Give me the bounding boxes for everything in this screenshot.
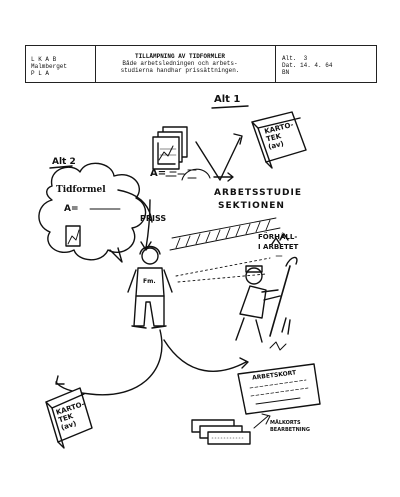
company-line: P L A xyxy=(31,70,50,77)
alt-value: 3 xyxy=(303,55,308,62)
card-file-book-top xyxy=(251,111,307,169)
tidformel-label: Tidformel xyxy=(56,185,106,195)
alt1-underline xyxy=(211,105,249,109)
date-label: Dat. xyxy=(282,62,297,69)
document-header: L K A B Malmberget P L A TILLÄMPNING AV … xyxy=(25,45,377,83)
document-subtitle: studierna handhar prissättningen. xyxy=(120,67,240,74)
cloud-formula-left: A= xyxy=(64,204,79,214)
company-line: L K A B xyxy=(31,56,57,63)
malkorts-label: MÅLKORTS BEARBETNING xyxy=(270,420,310,434)
formula-main-left: A= xyxy=(150,168,167,179)
header-divider xyxy=(275,46,276,82)
return-arrow xyxy=(55,329,163,396)
i-arbetet-label: I ARBETET xyxy=(258,243,299,251)
chart-sheets-icon xyxy=(152,126,188,170)
title-block: TILLÄMPNING AV TIDFORMLER Både arbetsled… xyxy=(95,53,265,89)
initials: BN xyxy=(282,69,290,76)
malkorts-line: BEARBETNING xyxy=(270,427,310,433)
alt1-label: Alt 1 xyxy=(214,94,241,105)
fm-label: Fm. xyxy=(143,278,156,285)
hatched-bar xyxy=(169,217,281,251)
priss-label: PRISS xyxy=(140,214,167,223)
priss-arrow xyxy=(140,199,152,251)
meta-block: Alt. 3 Dat. 14. 4. 64 BN xyxy=(282,55,332,91)
alt-label: Alt. xyxy=(282,55,297,62)
document-subtitle: Både arbetsledningen och arbets- xyxy=(122,60,238,67)
arbetsstudie-label: ARBETSSTUDIE xyxy=(214,188,303,198)
light-beam xyxy=(175,257,271,283)
punch-cards-stack xyxy=(191,419,251,445)
alt2-underline xyxy=(49,165,73,169)
worker-figure xyxy=(127,245,173,329)
malkorts-line: MÅLKORTS xyxy=(270,420,301,426)
header-divider xyxy=(95,46,96,82)
fornfaller-label: FÖRHÅLL- xyxy=(258,233,298,241)
date-value: 14. 4. 64 xyxy=(300,62,333,69)
arbetskort-card xyxy=(237,363,321,415)
formula-arrow xyxy=(213,172,234,182)
formula-main xyxy=(165,168,211,181)
header-border-right xyxy=(376,46,377,82)
to-card-arrow xyxy=(163,339,249,372)
sektionen-label: SEKTIONEN xyxy=(218,201,285,211)
cloud-chart-icon xyxy=(65,225,81,247)
cloud-tail xyxy=(109,247,123,263)
miner-figure xyxy=(235,233,298,343)
document-title: TILLÄMPNING AV TIDFORMLER xyxy=(134,53,225,60)
alt2-label: Alt 2 xyxy=(52,157,76,167)
company-block: L K A B Malmberget P L A xyxy=(31,56,67,92)
company-line: Malmberget xyxy=(31,63,68,70)
thought-cloud xyxy=(38,162,147,261)
header-border-left xyxy=(25,46,26,82)
cloud-to-center-arrow xyxy=(117,189,153,223)
card-file-book-bottom xyxy=(45,387,93,449)
v-arrow xyxy=(195,137,241,181)
